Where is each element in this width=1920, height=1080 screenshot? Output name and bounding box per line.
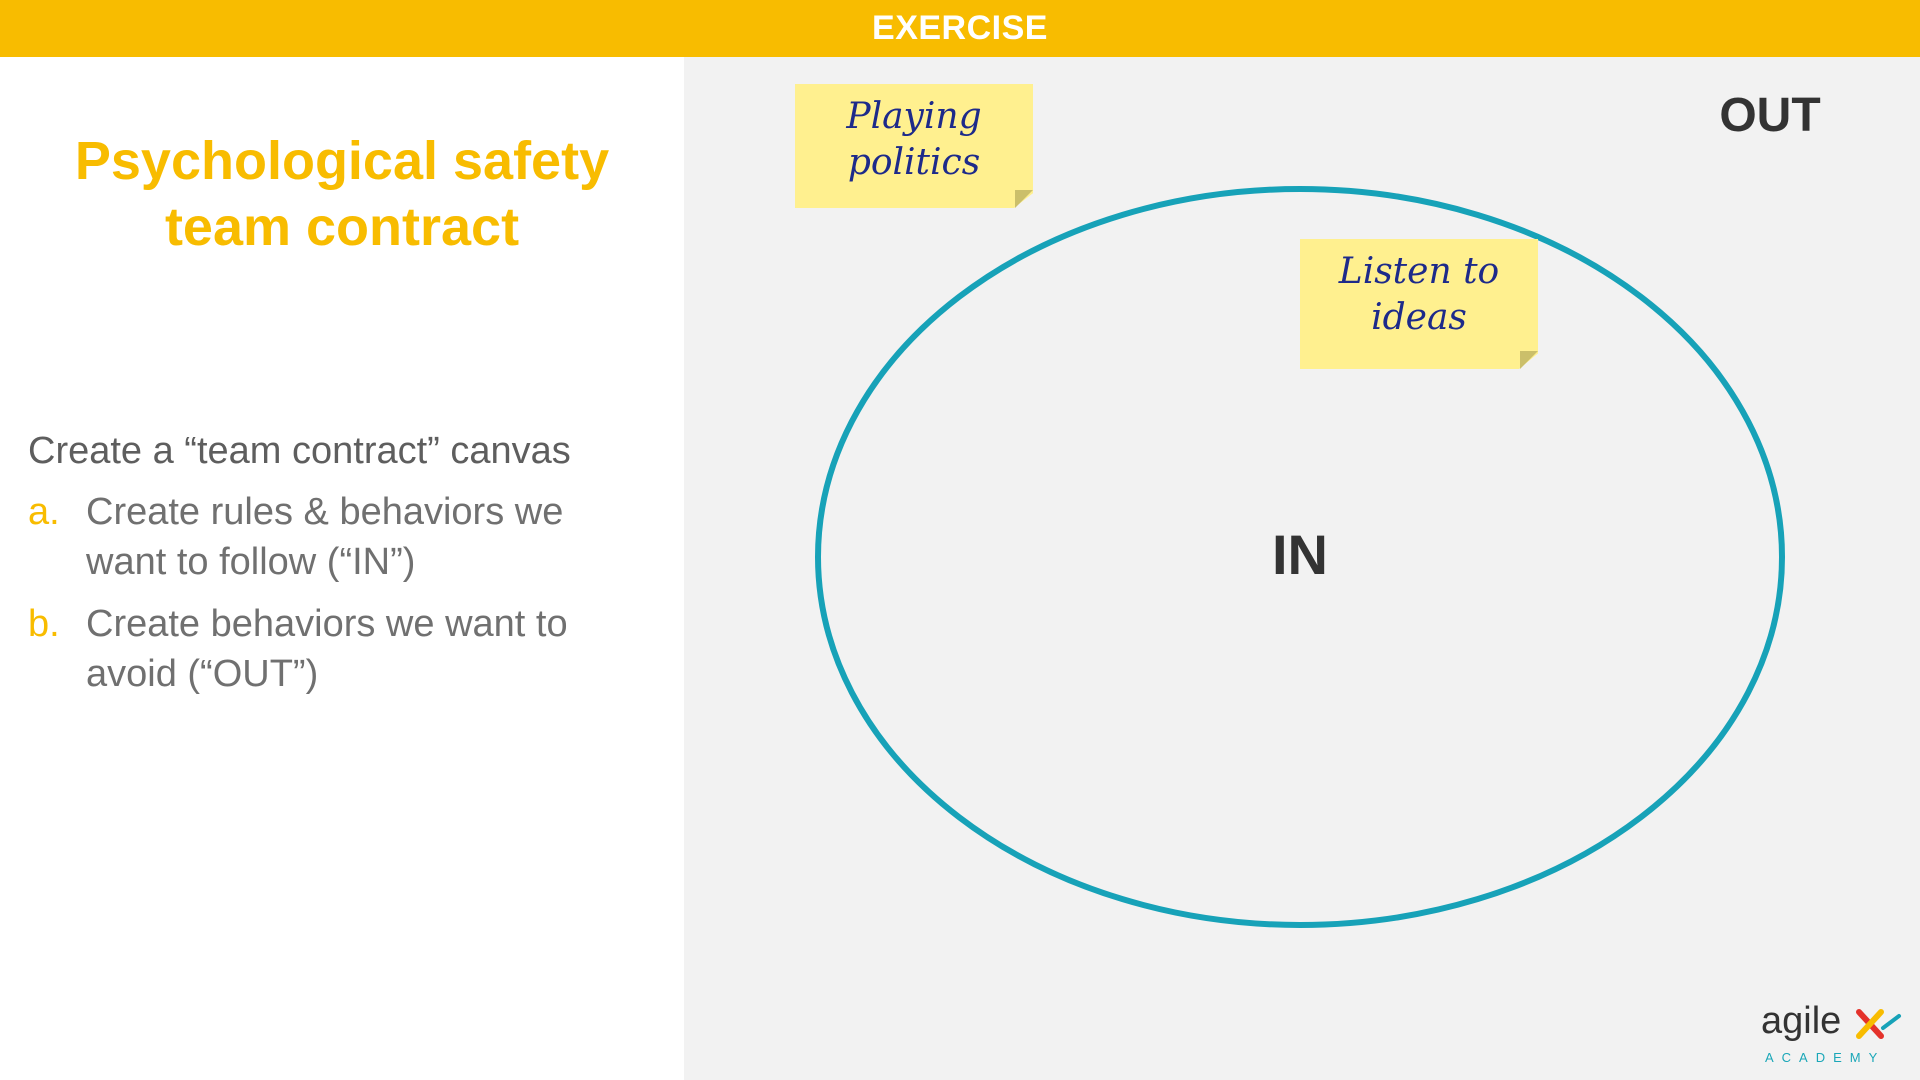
list-item-text: Create rules & behaviors we want to foll… — [86, 491, 564, 583]
title-line-2: team contract — [164, 197, 520, 257]
instructions: Create a “team contract” canvas a. Creat… — [28, 430, 648, 711]
sticky-note[interactable]: Listen to ideas — [1300, 239, 1538, 369]
title-line-1: Psychological safety — [74, 131, 610, 191]
instructions-panel — [0, 57, 684, 1080]
list-item-text: Create behaviors we want to avoid (“OUT”… — [86, 603, 568, 695]
exercise-banner: EXERCISE — [0, 0, 1920, 57]
banner-label: EXERCISE — [872, 9, 1048, 47]
list-item: b. Create behaviors we want to avoid (“O… — [28, 599, 648, 699]
sticky-note-line: ideas — [1371, 297, 1467, 338]
sticky-note-line: Playing — [846, 96, 982, 137]
in-label: IN — [1272, 523, 1328, 586]
sticky-note-line: Listen to — [1338, 251, 1500, 292]
out-label: OUT — [1719, 89, 1821, 142]
sticky-note[interactable]: Playing politics — [795, 84, 1033, 208]
agilex-logo: agile ACADEMY — [1755, 1000, 1905, 1070]
sticky-fold — [1520, 351, 1538, 369]
list-item: a. Create rules & behaviors we want to f… — [28, 487, 648, 587]
list-marker: b. — [28, 603, 60, 645]
sticky-fold — [1015, 190, 1033, 208]
logo-subtitle: ACADEMY — [1765, 1050, 1886, 1065]
sticky-note-line: politics — [847, 142, 981, 183]
logo-wordmark: agile — [1761, 1000, 1842, 1042]
list-marker: a. — [28, 491, 60, 533]
slide-title: Psychological safety team contract — [40, 128, 644, 260]
logo-x-icon — [1856, 1009, 1901, 1039]
instructions-intro: Create a “team contract” canvas — [28, 430, 571, 472]
